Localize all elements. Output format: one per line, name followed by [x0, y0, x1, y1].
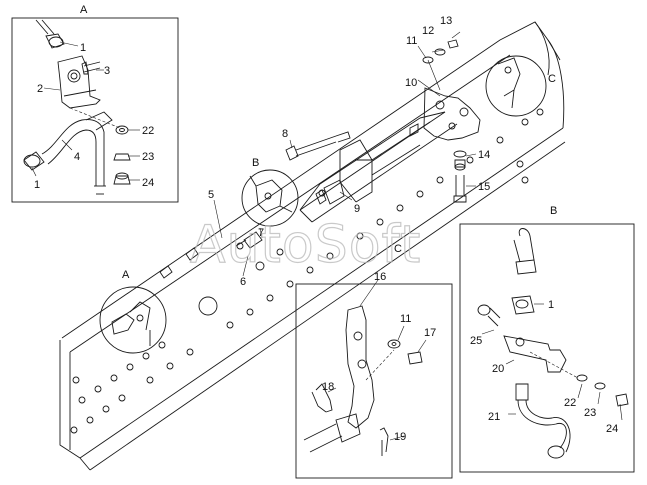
callout-6: 6 [240, 276, 246, 288]
callout-12: 12 [422, 25, 434, 37]
view-b-title: B [550, 205, 557, 217]
view-b-inset [459, 223, 635, 473]
bolt-8 [285, 131, 351, 161]
callout-23: 23 [142, 151, 154, 163]
callout-10: 10 [405, 77, 417, 89]
callout-20: 20 [492, 363, 504, 375]
callout-11-c: 11 [400, 313, 411, 325]
detail-circle-b [241, 169, 299, 227]
callout-24: 24 [142, 177, 154, 189]
frame-label-b: B [252, 157, 259, 169]
detail-circle-c [485, 55, 547, 117]
callout-23-b: 23 [584, 407, 596, 419]
leader-lines [213, 31, 477, 277]
detail-circle-a [99, 286, 167, 354]
fitting-7 [235, 231, 263, 250]
callout-3: 3 [104, 65, 110, 77]
view-c-title: C [394, 243, 402, 255]
callout-22: 22 [142, 125, 154, 137]
callout-2: 2 [37, 83, 43, 95]
callout-5: 5 [208, 189, 214, 201]
callout-7: 7 [258, 227, 264, 239]
frame-label-a: A [122, 269, 130, 281]
callout-16: 16 [374, 271, 386, 283]
cross-member [299, 87, 481, 223]
callout-21: 21 [488, 411, 500, 423]
callout-25: 25 [470, 335, 482, 347]
callout-24-b: 24 [606, 423, 618, 435]
callout-15: 15 [478, 181, 490, 193]
frame-holes [70, 108, 544, 434]
callout-9: 9 [354, 203, 360, 215]
view-c-inset [295, 279, 453, 479]
callout-22-b: 22 [564, 397, 576, 409]
callout-1-bottom: 1 [34, 179, 40, 191]
callout-8: 8 [282, 128, 288, 140]
callout-17: 17 [424, 327, 436, 339]
callout-labels: A 1 3 2 22 4 23 1 24 5 6 7 8 9 10 11 12 … [34, 4, 618, 443]
callout-1-b: 1 [548, 299, 554, 311]
view-a-title: A [80, 4, 88, 16]
washers-11-13 [422, 39, 459, 91]
view-a-inset [11, 17, 179, 203]
bolt-15 [453, 150, 467, 203]
callout-19: 19 [394, 431, 406, 443]
callout-4: 4 [74, 151, 80, 163]
callout-1: 1 [80, 42, 86, 54]
callout-14: 14 [478, 149, 490, 161]
frame-rail [59, 21, 566, 471]
callout-13: 13 [440, 15, 452, 27]
watermark: AutoSoft [190, 215, 421, 275]
callout-11: 11 [406, 35, 417, 47]
callout-18: 18 [322, 381, 334, 393]
frame-label-c: C [548, 73, 556, 85]
